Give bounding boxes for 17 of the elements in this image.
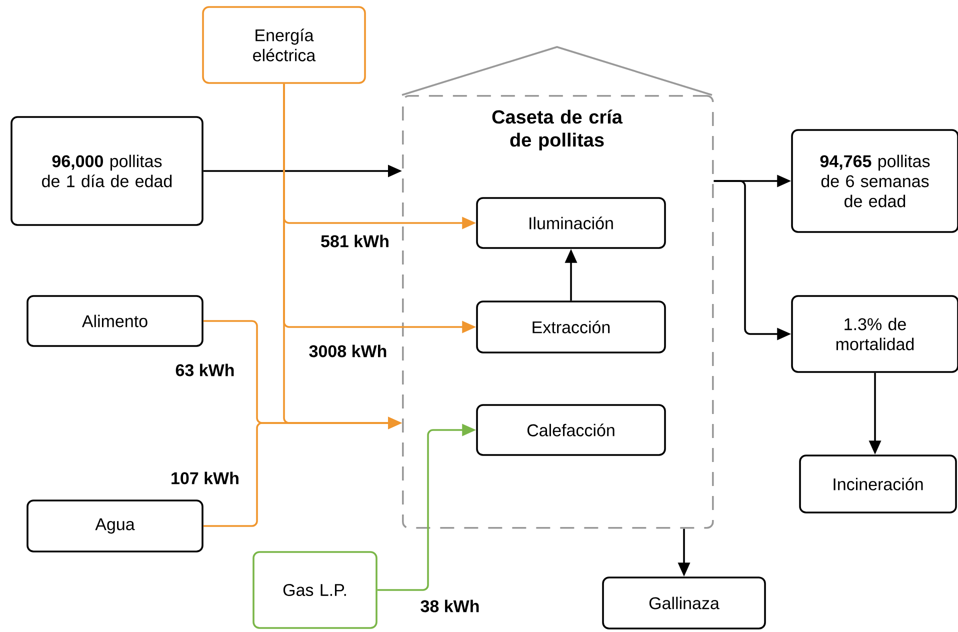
input-box: Alimento — [26, 295, 204, 347]
process-box: Iluminación — [476, 197, 666, 249]
source-box: Energía eléctrica — [202, 6, 366, 84]
input-box: 96,000 pollitas de 1 día de edad — [10, 116, 204, 226]
edge-label: 38 kWh — [419, 598, 481, 614]
output-box: Gallinaza — [602, 576, 766, 630]
edge-label: 3008 kWh — [308, 344, 388, 358]
output-box: 1.3% de mortalidad — [791, 295, 958, 373]
edge-label: 63 kWh — [174, 362, 236, 378]
output-box: 94,765 pollitas de 6 semanas de edad — [791, 129, 958, 233]
process-box: Calefacción — [476, 404, 666, 456]
output-box: Incineración — [799, 454, 957, 514]
input-box: Agua — [26, 500, 204, 552]
source-box: Gas L.P. — [252, 551, 378, 629]
edge-label: 107 kWh — [170, 470, 240, 486]
process-box: Extracción — [476, 300, 666, 354]
edge-label: 581 kWh — [320, 234, 390, 248]
